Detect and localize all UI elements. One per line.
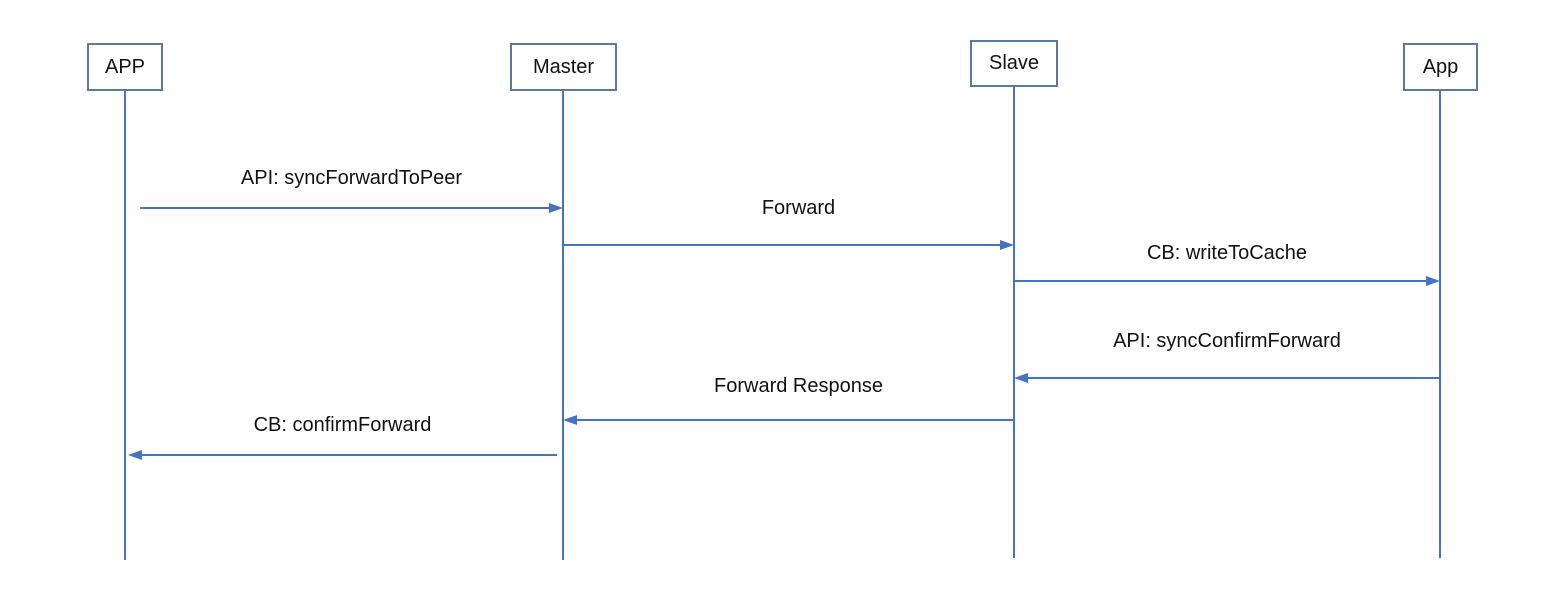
message-label-confirm-forward: CB: confirmForward bbox=[253, 414, 432, 436]
message-line bbox=[1028, 377, 1440, 379]
lifeline-app-peer bbox=[1439, 91, 1441, 558]
message-label-forward: Forward bbox=[761, 197, 836, 219]
actor-box-slave: Slave bbox=[970, 40, 1058, 87]
actor-label: APP bbox=[104, 55, 146, 78]
arrowhead-right-icon bbox=[1000, 240, 1014, 250]
arrowhead-left-icon bbox=[1014, 373, 1028, 383]
actor-label: Master bbox=[532, 55, 595, 78]
actor-box-app-peer: App bbox=[1403, 43, 1478, 91]
actor-label: App bbox=[1422, 55, 1459, 78]
message-label-sync-forward-to-peer: API: syncForwardToPeer bbox=[240, 167, 463, 189]
message-label-sync-confirm-forward: API: syncConfirmForward bbox=[1113, 330, 1341, 352]
message-line bbox=[577, 419, 1014, 421]
actor-box-master: Master bbox=[510, 43, 617, 91]
arrowhead-right-icon bbox=[549, 203, 563, 213]
arrowhead-right-icon bbox=[1426, 276, 1440, 286]
actor-box-app-caller: APP bbox=[87, 43, 163, 91]
arrowhead-left-icon bbox=[128, 450, 142, 460]
actor-label: Slave bbox=[988, 52, 1040, 74]
arrowhead-left-icon bbox=[563, 415, 577, 425]
message-line bbox=[142, 454, 557, 456]
message-line bbox=[1014, 280, 1426, 282]
message-line bbox=[140, 207, 549, 209]
message-label-forward-response: Forward Response bbox=[714, 375, 883, 397]
message-label-write-to-cache: CB: writeToCache bbox=[1146, 242, 1308, 264]
lifeline-master bbox=[562, 91, 564, 560]
lifeline-app-caller bbox=[124, 91, 126, 560]
message-line bbox=[563, 244, 1000, 246]
lifeline-slave bbox=[1013, 87, 1015, 558]
